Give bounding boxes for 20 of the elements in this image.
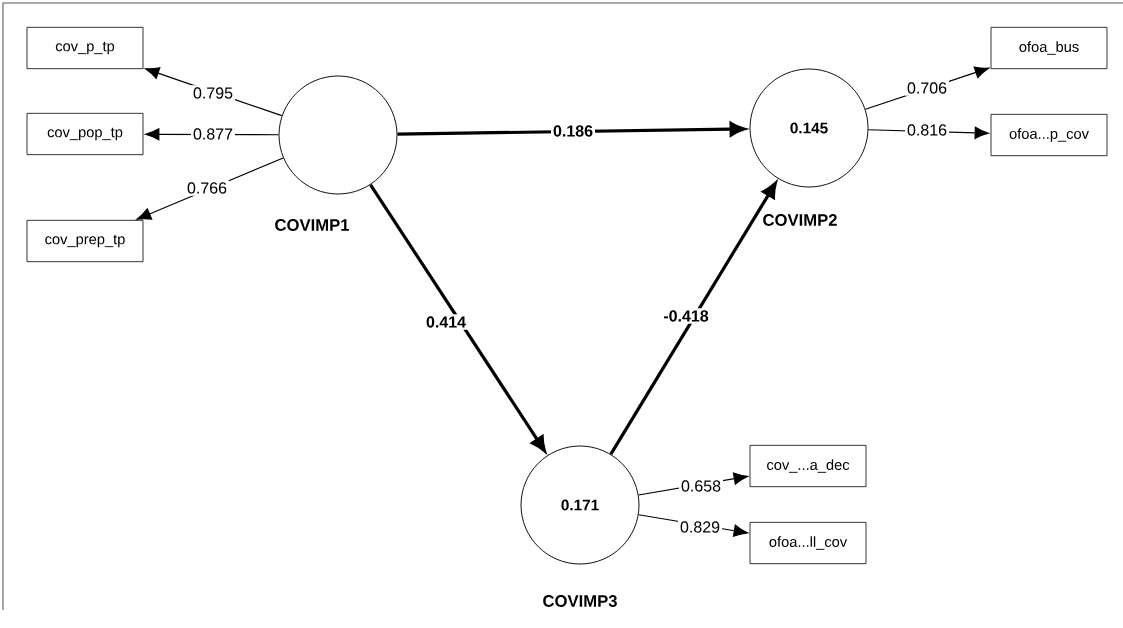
indicator-box: ofoa...p_cov: [990, 113, 1108, 157]
edge-label: 0.766: [185, 180, 229, 196]
construct-label: COVIMP1: [275, 219, 350, 231]
edge-label: 0.414: [424, 314, 469, 330]
edge-label: 0.658: [679, 478, 724, 494]
construct-label: COVIMP3: [543, 595, 617, 607]
indicator-box: ofoa...ll_cov: [749, 521, 867, 565]
edge-label: 0.816: [905, 122, 950, 138]
construct-label: COVIMP2: [763, 214, 837, 226]
edge-label: 0.186: [551, 123, 596, 139]
indicator-box: cov_prep_tp: [26, 219, 144, 263]
indicator-box: cov_...a_dec: [749, 444, 867, 488]
edge-label: 0.829: [678, 519, 723, 535]
indicator-box: ofoa_bus: [990, 26, 1108, 70]
edge-label: 0.877: [191, 126, 236, 142]
edge-label: 0.795: [191, 85, 236, 101]
path-arrow: [369, 183, 546, 453]
indicator-box: cov_p_tp: [26, 26, 144, 70]
indicator-box: cov_pop_tp: [26, 112, 144, 156]
edge-label: 0.706: [905, 80, 950, 96]
